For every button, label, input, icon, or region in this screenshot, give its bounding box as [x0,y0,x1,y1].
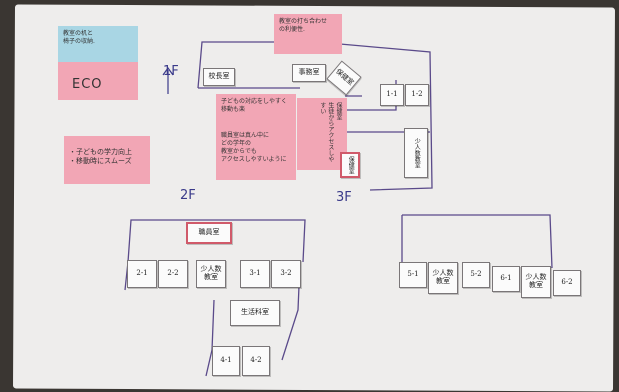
room-staff: 職員室 [186,222,232,244]
room-1-1: 1-1 [380,84,404,106]
room-nurse: 保健室 [340,152,360,178]
room-3-2: 3-2 [271,260,301,288]
room-principal: 校長室 [203,68,235,86]
room-office: 事務室 [292,64,326,82]
room-2f-small: 少人数 教室 [196,260,226,288]
room-2-2: 2-2 [158,260,188,288]
sticky-eco: ECO [58,62,138,100]
room-5-1: 5-1 [399,262,427,288]
room-4-2: 4-2 [242,346,270,376]
floor2-outline [124,219,306,377]
sticky-center-a: 子どもの対応をしやすく 移動も楽 [216,94,296,128]
room-3-1: 3-1 [240,260,270,288]
sticky-storage-note: 教室の机と 椅子の収納. [58,26,138,62]
room-life-science: 生活科室 [230,300,280,326]
room-1f-side: 少人数教室 [404,128,428,178]
floor1-outline [197,41,433,191]
floor-label-2f: 2F [180,188,196,203]
room-3f-small-1: 少人数 教室 [428,262,458,294]
sticky-nurse-note: 保健室 生徒からアクセスしやすい [297,98,347,170]
sticky-center-b: 職員室は真ん中に どの学年の 教室からでも アクセスしやすいように [216,128,296,180]
room-3f-small-2: 少人数 教室 [521,266,551,298]
room-4-1: 4-1 [212,346,240,376]
room-6-2: 6-2 [553,270,581,296]
room-6-1: 6-1 [492,266,520,292]
floor-label-1f: 1F [163,64,179,79]
room-5-2: 5-2 [462,262,490,288]
room-1-2: 1-2 [405,84,429,106]
floor-label-3f: 3F [336,190,352,205]
sticky-learning-note: ・子どもの学力向上 ・移動時にスムーズ [64,136,150,184]
arrow-1f [162,66,174,94]
room-2-1: 2-1 [127,260,157,288]
sticky-meeting-note: 教室の打ち合わせ の利便性. [274,14,342,54]
